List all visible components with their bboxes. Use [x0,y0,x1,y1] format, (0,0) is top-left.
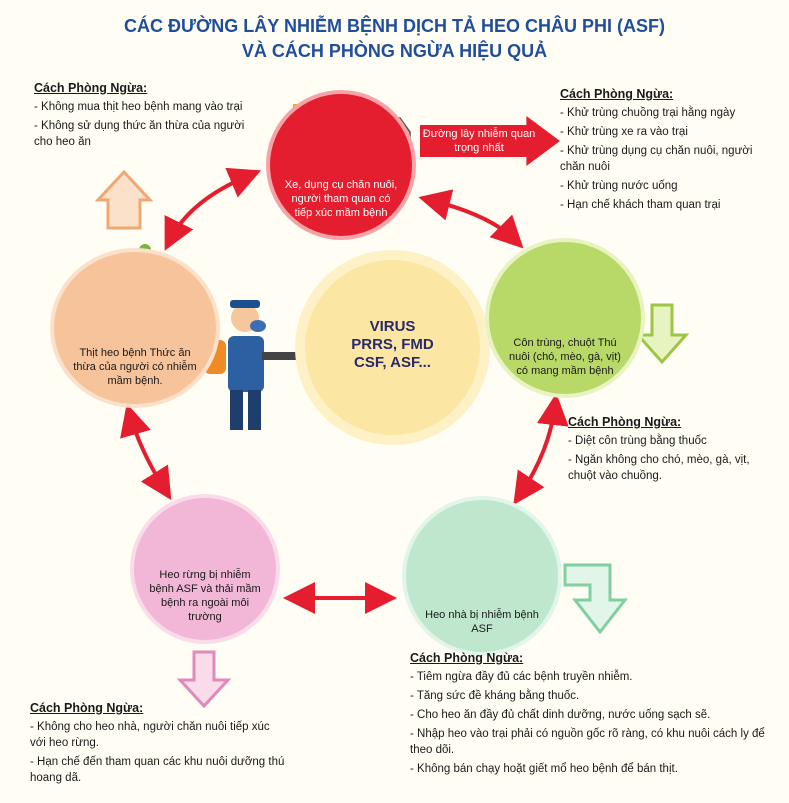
prevention-item: Ngăn không cho chó, mèo, gà, vịt, chuột … [568,452,768,484]
node-vehicles: Xe, dụng cụ chăn nuôi, người tham quan c… [266,90,416,240]
virus-line-2: PRRS, FMD [351,336,434,353]
node-animals-label: Côn trùng, chuột Thú nuôi (chó, mèo, gà,… [509,337,621,377]
prevention-item: Khử trùng nước uống [560,178,780,194]
prevention-item: Khử trùng xe ra vào trại [560,124,780,140]
node-pig: Heo nhà bị nhiễm bệnh ASF [402,496,562,656]
prevention-heading: Cách Phòng Ngừa: [568,415,682,429]
prevention-item: Hạn chế khách tham quan trại [560,197,780,213]
title-line-1: CÁC ĐƯỜNG LÂY NHIỄM BỆNH DỊCH TẢ HEO CHÂ… [124,16,665,36]
prevention-item: Không cho heo nhà, người chăn nuôi tiếp … [30,719,285,751]
node-animals: Côn trùng, chuột Thú nuôi (chó, mèo, gà,… [485,238,645,398]
prevention-item: Tiêm ngừa đầy đủ các bệnh truyền nhiễm. [410,669,770,685]
prevention-item: Không mua thịt heo bệnh mang vào trại [34,99,254,115]
arrow-meat-to-boar [120,403,172,501]
prevention-heading: Cách Phòng Ngừa: [34,81,148,95]
prevention-item: Khử trùng chuồng trại hằng ngày [560,105,780,121]
page-title: CÁC ĐƯỜNG LÂY NHIỄM BỆNH DỊCH TẢ HEO CHÂ… [0,14,789,64]
main-route-banner-text: Đường lây nhiễm quan trọng nhất [422,128,536,154]
node-pig-label: Heo nhà bị nhiễm bệnh ASF [425,609,539,635]
prevention-item: Hạn chế đến tham quan các khu nuôi dưỡng… [30,754,285,786]
prevention-heading: Cách Phòng Ngừa: [410,651,524,665]
prevention-item: Khử trùng dụng cụ chăn nuôi, người chăn … [560,143,780,175]
prevention-top-right: Cách Phòng Ngừa: Khử trùng chuồng trại h… [560,86,780,216]
prevention-top-left: Cách Phòng Ngừa: Không mua thịt heo bệnh… [34,80,254,153]
virus-label: VIRUS PRRS, FMD CSF, ASF... [305,318,480,372]
node-vehicles-label: Xe, dụng cụ chăn nuôi, người tham quan c… [284,179,398,219]
prevention-item: Cho heo ăn đầy đủ chất dinh dưỡng, nước … [410,707,770,723]
virus-line-3: CSF, ASF... [354,354,431,371]
prevention-item: Diệt côn trùng bằng thuốc [568,433,768,449]
prevention-bottom-left: Cách Phòng Ngừa: Không cho heo nhà, ngườ… [30,700,285,789]
node-meat: Thịt heo bệnh Thức ăn thừa của người có … [50,248,220,408]
prevention-heading: Cách Phòng Ngừa: [30,701,144,715]
down-arrow-pink [176,650,232,709]
arrow-red-to-meat [164,167,262,251]
turn-arrow-mint [563,563,629,635]
node-meat-label: Thịt heo bệnh Thức ăn thừa của người có … [73,347,197,387]
prevention-heading: Cách Phòng Ngừa: [560,87,674,101]
title-line-2: VÀ CÁCH PHÒNG NGỪA HIỆU QUẢ [241,41,548,61]
arrow-red-to-animals [418,189,524,249]
prevention-item: Nhập heo vào trại phải có nguồn gốc rõ r… [410,726,770,758]
node-boar: Heo rừng bị nhiễm bệnh ASF và thải mầm b… [130,494,280,644]
virus-line-1: VIRUS [369,318,416,335]
virus-cloud [305,260,480,435]
prevention-item: Tăng sức đề kháng bằng thuốc. [410,688,770,704]
prevention-item: Không sử dụng thức ăn thừa của người cho… [34,118,254,150]
up-arrow-peach [94,169,154,230]
prevention-item: Không bán chạy hoặt giết mổ heo bệnh để … [410,761,770,777]
down-arrow-green [634,303,690,365]
prevention-bottom-right: Cách Phòng Ngừa: Tiêm ngừa đầy đủ các bệ… [410,650,770,780]
sprayer-worker-icon [204,300,320,430]
node-boar-label: Heo rừng bị nhiễm bệnh ASF và thải mầm b… [149,569,261,623]
prevention-mid-right: Cách Phòng Ngừa: Diệt côn trùng bằng thu… [568,414,768,487]
arrow-animals-to-pig [513,393,569,505]
